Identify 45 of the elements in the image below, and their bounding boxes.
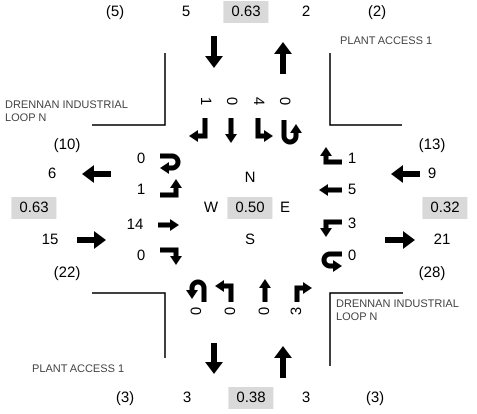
volume-label: 1 (348, 150, 356, 168)
volume-label: 0 (222, 306, 240, 316)
factor-label: 0.50 (227, 197, 273, 219)
volume-label: 2 (302, 3, 310, 21)
volume-label: 3 (288, 306, 306, 316)
volume-label: 0 (275, 96, 293, 106)
volume-label: 0 (348, 247, 356, 265)
road-name: DRENNAN INDUSTRIAL LOOP N (336, 298, 460, 324)
volume-label: (2) (368, 3, 386, 21)
volume-label: (3) (366, 389, 384, 407)
volume-label: 0 (256, 306, 274, 316)
volume-label: (10) (54, 136, 80, 154)
volume-label: 5 (348, 181, 356, 199)
volume-label: W (204, 199, 218, 217)
volume-label: 15 (42, 231, 58, 249)
volume-label: 5 (182, 3, 190, 21)
volume-label: 3 (182, 389, 192, 407)
volume-label: 6 (48, 165, 56, 183)
volume-label: 0 (188, 306, 206, 316)
volume-label: 3 (348, 215, 356, 233)
factor-label: 0.32 (422, 197, 468, 219)
road-name: PLANT ACCESS 1 (32, 363, 126, 376)
volume-label: (28) (418, 264, 446, 282)
volume-label: 0 (136, 150, 146, 168)
road-name: PLANT ACCESS 1 (340, 35, 434, 48)
volume-label: 21 (434, 231, 450, 249)
volume-label: 1 (136, 181, 146, 199)
volume-label: 1 (196, 96, 214, 106)
volume-label: 3 (302, 389, 310, 407)
volume-label: (22) (54, 264, 80, 282)
volume-label: 14 (126, 216, 144, 234)
volume-label: (13) (418, 136, 446, 154)
factor-label: 0.63 (11, 197, 57, 219)
factor-label: 0.63 (223, 1, 269, 23)
volume-label: S (245, 231, 255, 249)
road-name: DRENNAN INDUSTRIAL LOOP N (5, 99, 128, 125)
volume-label: N (244, 169, 256, 187)
volume-label: (5) (106, 3, 124, 21)
factor-label: 0.38 (228, 387, 274, 409)
volume-label: 0 (136, 247, 146, 265)
volume-label: (3) (116, 389, 134, 407)
volume-label: E (280, 199, 290, 217)
volume-label: 0 (222, 96, 240, 106)
volume-label: 4 (249, 96, 267, 106)
volume-label: 9 (428, 165, 436, 183)
